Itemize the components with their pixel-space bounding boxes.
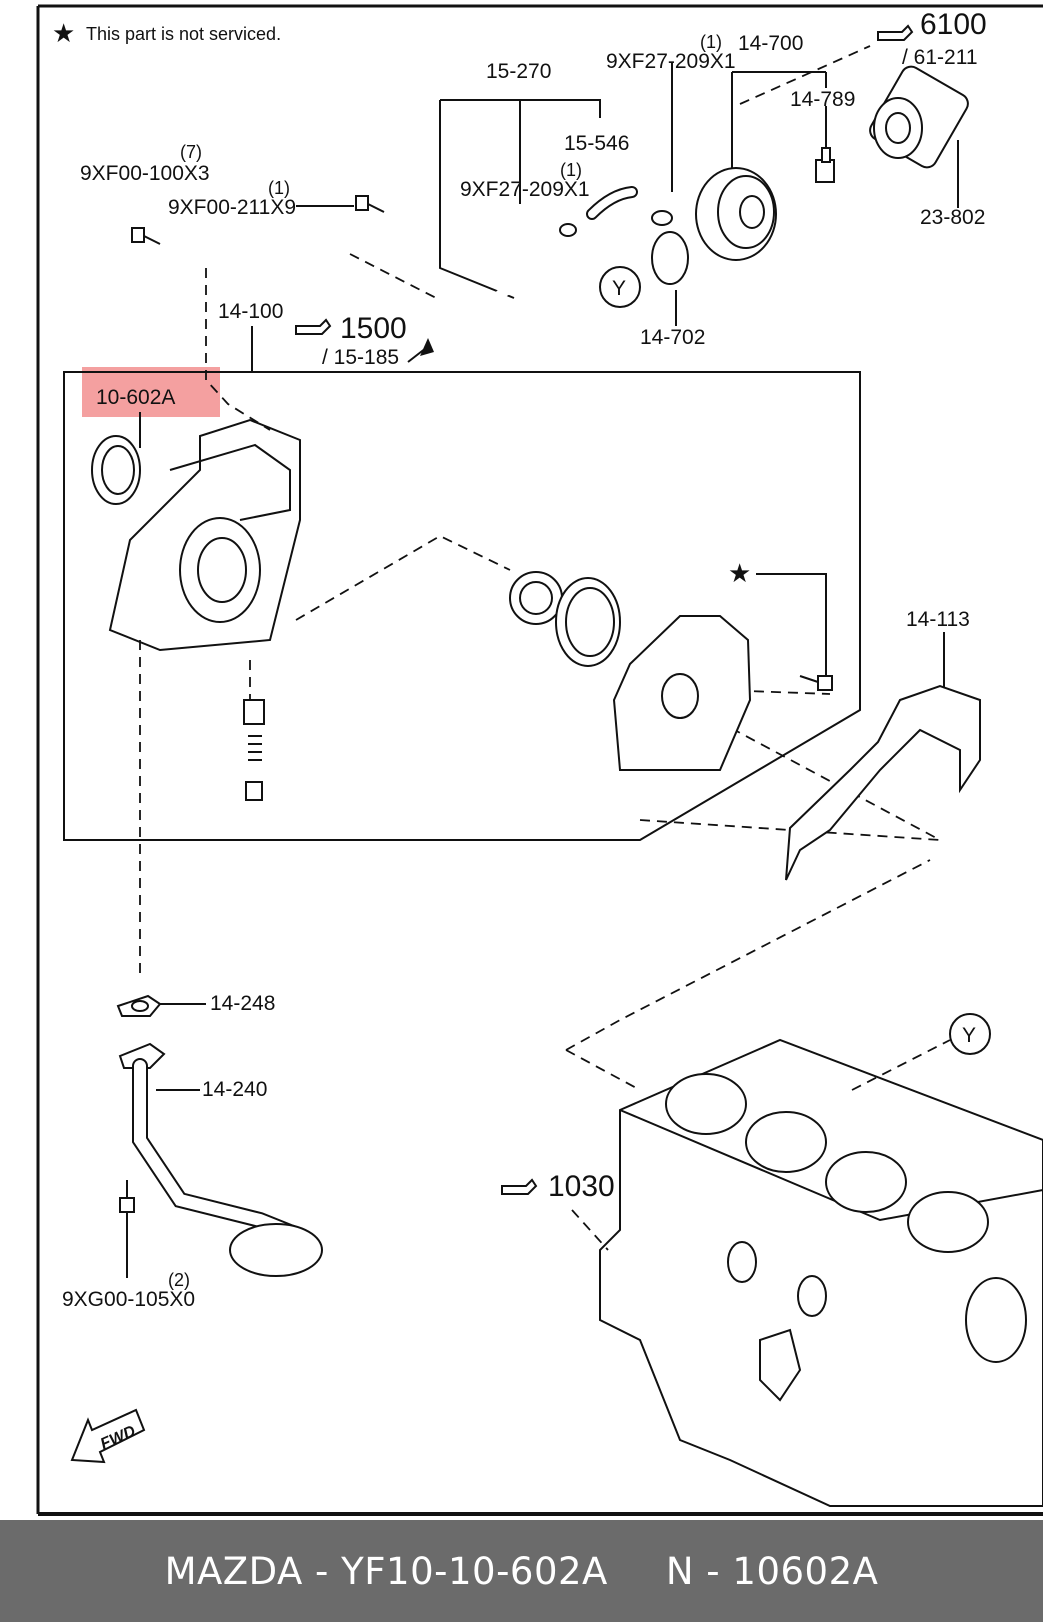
- label-15-546: 15-546: [564, 132, 629, 155]
- leader-ref-1030: [571, 1209, 609, 1251]
- pump-dash-lines: [139, 268, 941, 980]
- block-dash-lines: [565, 859, 951, 1091]
- leader-star: [756, 573, 827, 676]
- relief-valve-parts: [243, 699, 265, 801]
- bolt-9xf00-100: [131, 227, 161, 245]
- union-bolt-14-789: [815, 147, 835, 183]
- footer-catalog-number: N - 10602A: [665, 1549, 879, 1593]
- oil-cooler-14-700: [695, 167, 777, 261]
- label-23-802: 23-802: [920, 206, 985, 229]
- hose-15-546: [586, 186, 638, 220]
- inner-rotor: [509, 571, 563, 625]
- parts-diagram: ★ This part is not serviced. 15-270 (1) …: [36, 4, 1043, 1516]
- footer-bar: MAZDA - YF10-10-602A N - 10602A: [0, 1520, 1043, 1622]
- bolt-9xf00-211: [355, 195, 385, 213]
- label-14-700: 14-700: [738, 32, 803, 55]
- label-9xf27-a-qty: (1): [700, 32, 722, 52]
- label-9xf00-211-qty: (1): [268, 178, 290, 198]
- legend-text: This part is not serviced.: [86, 24, 281, 44]
- label-14-100: 14-100: [218, 300, 283, 323]
- circle-y-top: [599, 266, 641, 308]
- oil-seal-10-602a: [91, 435, 141, 505]
- label-14-702: 14-702: [640, 326, 705, 349]
- highlight-box: [82, 367, 220, 417]
- ref-6100-hand-icon: [877, 24, 914, 41]
- oil-pump-assembly-frame: [63, 371, 861, 841]
- star-marker-icon: ★: [728, 558, 751, 588]
- ref-61-211: / 61-211: [902, 46, 978, 69]
- svg-text:★: ★: [728, 558, 751, 588]
- label-9xg00: 9XG00-105X0: [62, 1288, 195, 1311]
- label-9xf27-a: 9XF27-209X1: [606, 50, 736, 73]
- ref-1030-hand-icon: [501, 1178, 538, 1195]
- leader-ref-6100: [739, 45, 871, 105]
- oil-pump-body: [108, 418, 301, 652]
- cylinder-block: [599, 1038, 1043, 1507]
- bolt-9xg00: [119, 1180, 135, 1213]
- circle-y-bottom: [949, 1013, 991, 1055]
- label-9xf00-100: 9XF00-100X3: [80, 162, 210, 185]
- legend-star-icon: ★: [52, 18, 75, 48]
- label-14-240: 14-240: [202, 1078, 267, 1101]
- leader-15-270: [439, 99, 601, 299]
- clamp-9xf27-b: [559, 223, 577, 237]
- ref-15-185: / 15-185: [322, 346, 399, 369]
- label-9xg00-qty: (2): [168, 1270, 190, 1290]
- label-14-113: 14-113: [906, 608, 970, 631]
- strainer-14-240: [118, 1042, 323, 1277]
- oil-filter-23-802: [869, 65, 969, 169]
- label-10-602a: 10-602A: [96, 386, 175, 409]
- label-9xf00-100-qty: (7): [180, 142, 202, 162]
- label-circle-y-bottom: Y: [962, 1024, 976, 1047]
- label-14-789: 14-789: [790, 88, 855, 111]
- fwd-arrow-icon: FWD: [70, 1408, 146, 1464]
- outer-rotor: [555, 577, 621, 667]
- label-9xf27-b: 9XF27-209X1: [460, 178, 590, 201]
- arrow-ref-1500: [420, 338, 434, 356]
- ref-6100: 6100: [920, 8, 987, 41]
- footer-part-number: MAZDA - YF10-10-602A: [164, 1549, 608, 1593]
- label-15-270: 15-270: [486, 60, 551, 83]
- label-14-248: 14-248: [210, 992, 275, 1015]
- leader-dash-1500: [407, 347, 427, 363]
- ref-1500: 1500: [340, 312, 407, 345]
- pump-cover-plate: [612, 615, 752, 771]
- label-circle-y-top: Y: [612, 277, 626, 300]
- clamp-9xf27-a: [651, 210, 673, 226]
- label-9xf27-b-qty: (1): [560, 160, 582, 180]
- ref-1500-hand-icon: [295, 318, 332, 335]
- leader-ref-1500: [349, 253, 441, 301]
- ref-1030: 1030: [548, 1170, 615, 1203]
- cover-screw: [799, 675, 833, 691]
- gasket-14-113: [785, 684, 981, 881]
- o-ring-14-702: [651, 231, 689, 285]
- gasket-14-248: [116, 994, 162, 1017]
- pipe-15-270: [447, 247, 549, 333]
- label-9xf00-211: 9XF00-211X9: [168, 196, 296, 219]
